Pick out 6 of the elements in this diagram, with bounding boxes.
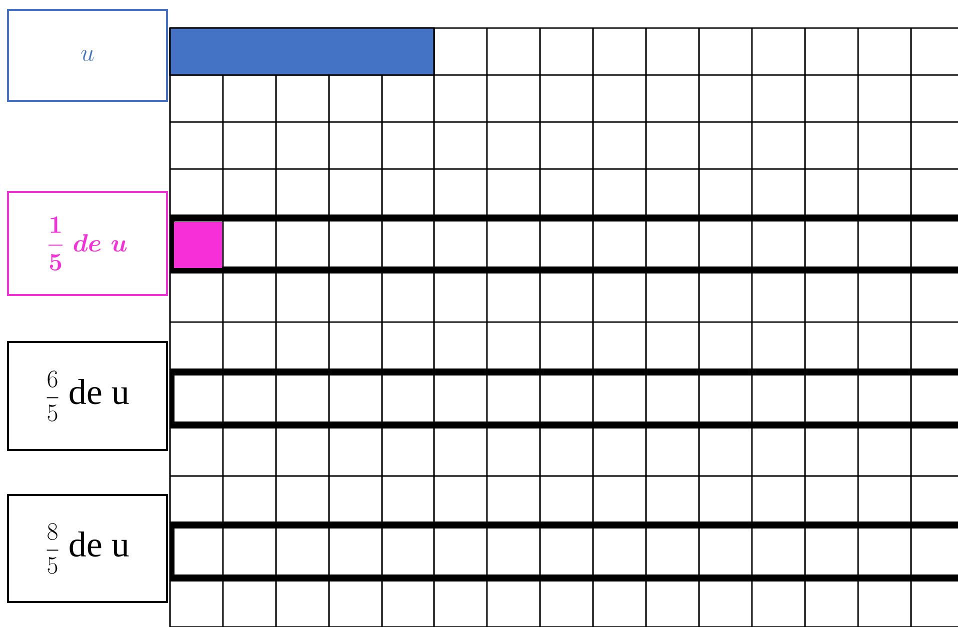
fraction-label-box: $\frac{6}{5}\ \mathrm{de\ u}$	[7, 341, 168, 451]
highlighted-cell	[174, 222, 222, 268]
unit-label-box: $u$	[7, 9, 168, 102]
fraction-label-box: $\boldsymbol{\frac{1}{5}\ de\ u}$	[7, 191, 168, 296]
fraction-label-box: $\frac{8}{5}\ \mathrm{de\ u}$	[7, 494, 168, 603]
unit-bar	[169, 27, 435, 76]
